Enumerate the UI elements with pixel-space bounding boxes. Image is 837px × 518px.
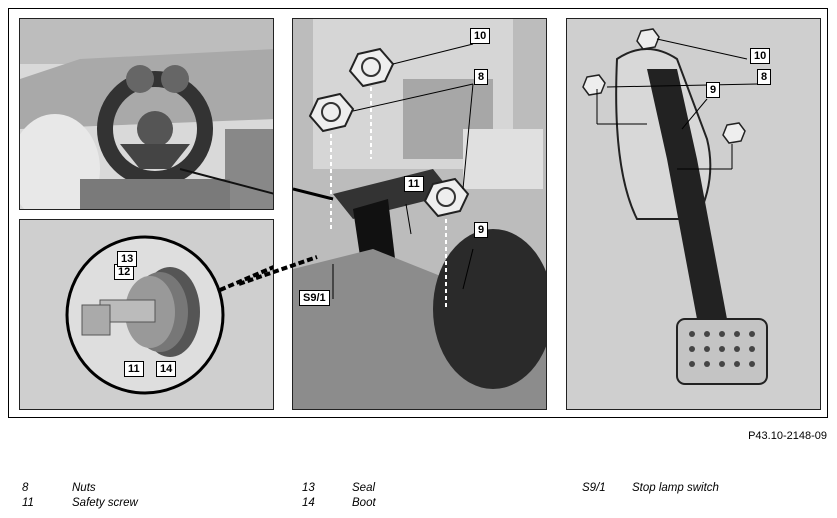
callout-11-center: 11: [404, 176, 424, 192]
legend-col-2: 13 Seal 14 Boot: [302, 481, 376, 511]
legend-text: Stop lamp switch: [632, 482, 719, 494]
legend-item: 8 Nuts: [22, 481, 138, 496]
legend-text: Seal: [352, 482, 376, 494]
nut-icon: [722, 122, 746, 144]
legend-col-3: S9/1 Stop lamp switch: [582, 481, 719, 496]
legend-item: 13 Seal: [302, 481, 376, 496]
switch-detail-illustration: [20, 220, 273, 409]
callout-10-center: 10: [470, 28, 491, 44]
legend-num: 8: [22, 482, 29, 494]
legend-text: Nuts: [72, 482, 96, 494]
legend-text: Boot: [352, 497, 376, 509]
brake-pedal-illustration: [567, 19, 820, 409]
detail-photo: [19, 219, 274, 410]
pedal-area-photo: [292, 18, 547, 410]
interior-photo: [19, 18, 274, 210]
callout-8-center: 8: [474, 69, 489, 85]
callout-8-right: 8: [757, 69, 772, 85]
nut-icon: [582, 74, 606, 96]
legend-item: S9/1 Stop lamp switch: [582, 481, 719, 496]
callout-9-right: 9: [706, 82, 721, 98]
brake-pedal-photo: [566, 18, 821, 410]
nut-icon: [348, 47, 395, 88]
nut-icon: [636, 28, 660, 50]
legend-num: 11: [22, 497, 34, 509]
nut-icon: [423, 177, 470, 218]
nut-icon: [308, 92, 355, 133]
legend-col-1: 8 Nuts 11 Safety screw: [22, 481, 138, 511]
callout-s9-1: S9/1: [299, 290, 330, 306]
legend-item: 11 Safety screw: [22, 496, 138, 511]
legend-num: 14: [302, 497, 315, 509]
leader-line: [239, 255, 318, 286]
figure-frame: 12 13 11 14 10 8 11 9 S9/1 10 8 9: [8, 8, 828, 418]
legend-item: 14 Boot: [302, 496, 376, 511]
callout-13: 13: [117, 251, 138, 267]
pedal-area-illustration: [293, 19, 546, 409]
callout-10-right: 10: [750, 48, 771, 64]
callout-9-center: 9: [474, 222, 489, 238]
interior-illustration: [20, 19, 273, 209]
callout-11-detail: 11: [124, 361, 144, 377]
legend-num: S9/1: [582, 482, 606, 494]
legend-text: Safety screw: [72, 497, 138, 509]
figure-reference: P43.10-2148-09: [748, 430, 827, 442]
callout-14: 14: [156, 361, 177, 377]
legend-num: 13: [302, 482, 315, 494]
